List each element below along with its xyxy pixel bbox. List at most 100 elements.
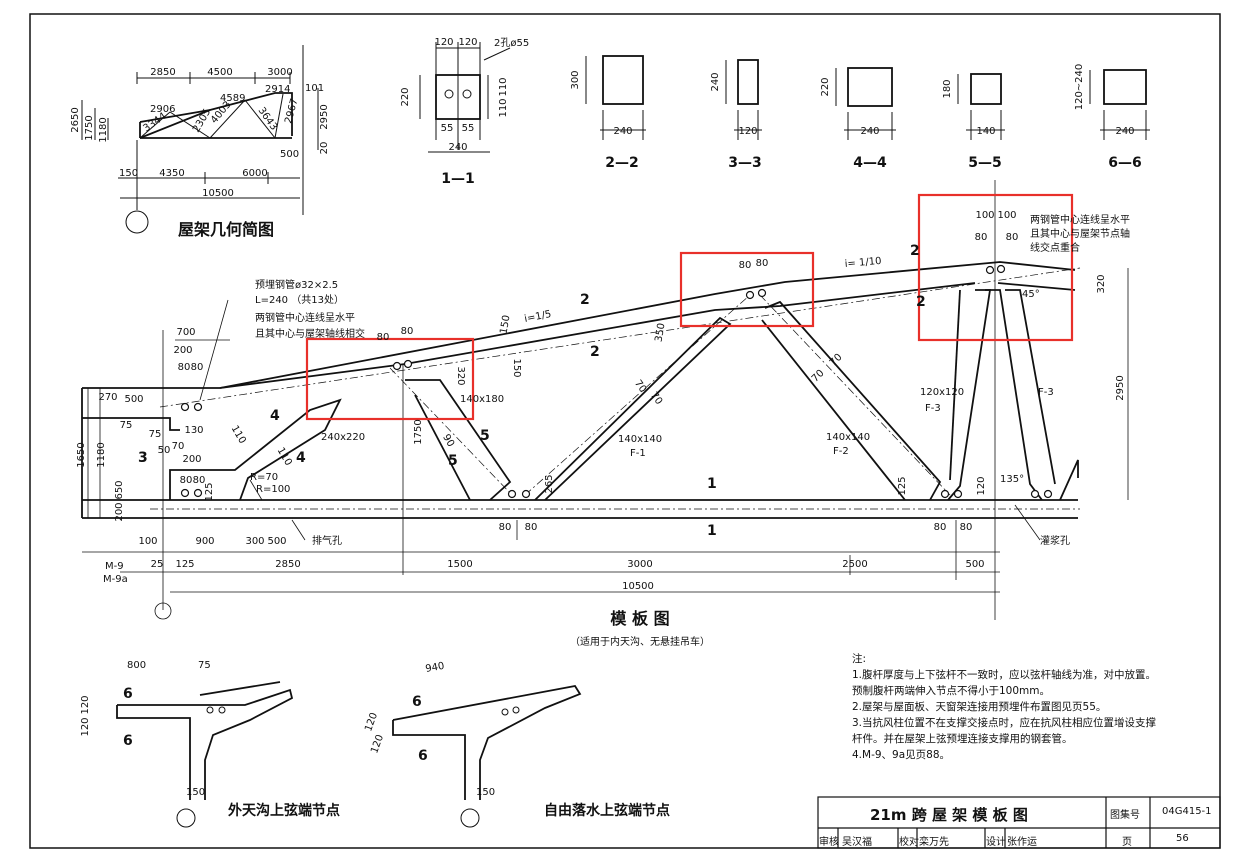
section-label: 4—4 (853, 155, 887, 171)
dimension-label: 500 (280, 149, 299, 160)
dimension-label: 75 (149, 429, 162, 440)
note-line-6: 4.M-9、9a见页88。 (852, 749, 951, 761)
dimension-label: 800 (127, 660, 146, 671)
embed-note: 预埋钢管ø32×2.5 (255, 278, 338, 291)
vent-hole-label: 排气孔 (312, 534, 342, 547)
dimension-label: 120 (434, 37, 453, 48)
dimension-label: 55 (462, 123, 475, 134)
note-line-3: 2.屋架与屋面板、天窗架连接用预埋件布置图见页55。 (852, 701, 1107, 713)
dimension-label: 140x140 (618, 434, 662, 445)
dimension-label: 270 (98, 392, 117, 403)
designer-role: 设计 (986, 837, 1006, 848)
section-mark: 6 (123, 733, 133, 749)
title-block-frame (817, 796, 1221, 849)
dimension-label: 2850 (150, 67, 175, 78)
dimension-label: 80 (180, 475, 193, 486)
checker-role: 校对 (899, 837, 919, 848)
dimension-label: 4350 (159, 168, 184, 179)
dimension-label: 240x220 (321, 432, 365, 443)
dimension-label: 80 (499, 522, 512, 533)
dimension-label: 2850 (275, 559, 300, 570)
dimension-label: 700 (176, 327, 195, 338)
dimension-label: 100 (138, 536, 157, 547)
dimension-label: 240 (448, 142, 467, 153)
detail-title: 自由落水上弦端节点 (544, 802, 670, 819)
dimension-label: 80 (1006, 232, 1019, 243)
dimension-label: F-3 (1038, 387, 1054, 398)
reviewer-name: 吴汉福 (842, 837, 872, 848)
dimension-label: 650 (114, 480, 125, 499)
dimension-label: F-1 (630, 448, 646, 459)
dimension-label: 150 (511, 358, 522, 377)
dimension-label: 125 (175, 559, 194, 570)
dimension-label: 180 (942, 79, 953, 98)
dimension-label: 1500 (447, 559, 472, 570)
dimension-label: 120 (80, 695, 91, 714)
dimension-label: 130 (184, 425, 203, 436)
dimension-label: 120 (976, 476, 987, 495)
dimension-label: 75 (198, 660, 211, 671)
dimension-label: 150 (119, 168, 138, 179)
note-line-5: 杆件。并在屋架上弦预埋连接支撑用的钢套管。 (852, 733, 1073, 745)
notes-heading: 注: (852, 653, 867, 665)
highlight-box-middle-node (679, 251, 815, 328)
section-mark: 5 (480, 428, 490, 444)
dimension-label: 80 (975, 232, 988, 243)
dimension-label: 150 (186, 787, 205, 798)
section-1-1 (419, 42, 511, 153)
dimension-label: 10500 (622, 581, 654, 592)
dimension-label: 1650 (76, 442, 87, 467)
section-label: 2—2 (605, 155, 638, 171)
checker-name: 栾万先 (919, 837, 949, 848)
dimension-label: 80 (377, 332, 390, 343)
dimension-label: 3000 (267, 67, 292, 78)
dimension-label: 120x120 (920, 387, 964, 398)
dimension-label: 350 (653, 322, 667, 343)
highlight-boxes (305, 193, 1074, 421)
note-line-1: 1.腹杆厚度与上下弦杆不一致时，应以弦杆轴线为准，对中放置。 (852, 669, 1157, 681)
dimension-label: 150 (498, 314, 512, 335)
dimension-label: 240 (613, 126, 632, 137)
dimension-label: 120 (80, 717, 91, 736)
section-mark: 6 (418, 748, 428, 764)
bolt-holes (180, 264, 1053, 499)
dimension-label: 120 (458, 37, 477, 48)
reviewer-role: 审核 (819, 837, 839, 848)
dimension-label: 140x180 (460, 394, 504, 405)
dimension-label: 1750 (413, 419, 424, 444)
atlas-number: 04G415-1 (1162, 806, 1212, 817)
dimension-label: 110 (498, 77, 509, 96)
dimension-label: 6000 (242, 168, 267, 179)
dimension-label: 200 (182, 454, 201, 465)
template-title: 模 板 图 (610, 609, 669, 628)
notes: 注: 1.腹杆厚度与上下弦杆不一致时，应以弦杆轴线为准，对中放置。 预制腹杆两端… (852, 651, 1172, 763)
dimension-label: 940 (425, 661, 446, 675)
dimension-label: 75 (120, 420, 133, 431)
dimension-label: 220 (400, 87, 411, 106)
dimension-label: R=70 (250, 472, 278, 483)
section-mark: 6 (412, 694, 422, 710)
dimension-label: 55 (441, 123, 454, 134)
dimension-label: 80 (934, 522, 947, 533)
section-mark: 4 (296, 450, 306, 466)
dimension-label: 125 (204, 482, 215, 501)
dimension-label: 1750 (84, 115, 95, 140)
slope-label: i= 1/10 (844, 256, 882, 270)
dimension-label: 110 (498, 98, 509, 117)
dimension-label: 240 (710, 72, 721, 91)
dimension-label: 45° (1022, 289, 1040, 300)
dimension-label: 4500 (207, 67, 232, 78)
dimension-label: 80 (525, 522, 538, 533)
dimension-label: 320 (455, 366, 466, 385)
dimension-label: 240 (860, 126, 879, 137)
dimension-label: 80 (739, 260, 752, 271)
highlight-box-left-node (305, 337, 475, 421)
dimension-label: 2950 (1115, 375, 1126, 400)
dimension-label: 10500 (202, 188, 234, 199)
dimension-label: 2950 (319, 104, 330, 129)
dimension-label: 120 (738, 126, 757, 137)
dimension-label: 125 (897, 476, 908, 495)
dimension-label: 200 (173, 345, 192, 356)
